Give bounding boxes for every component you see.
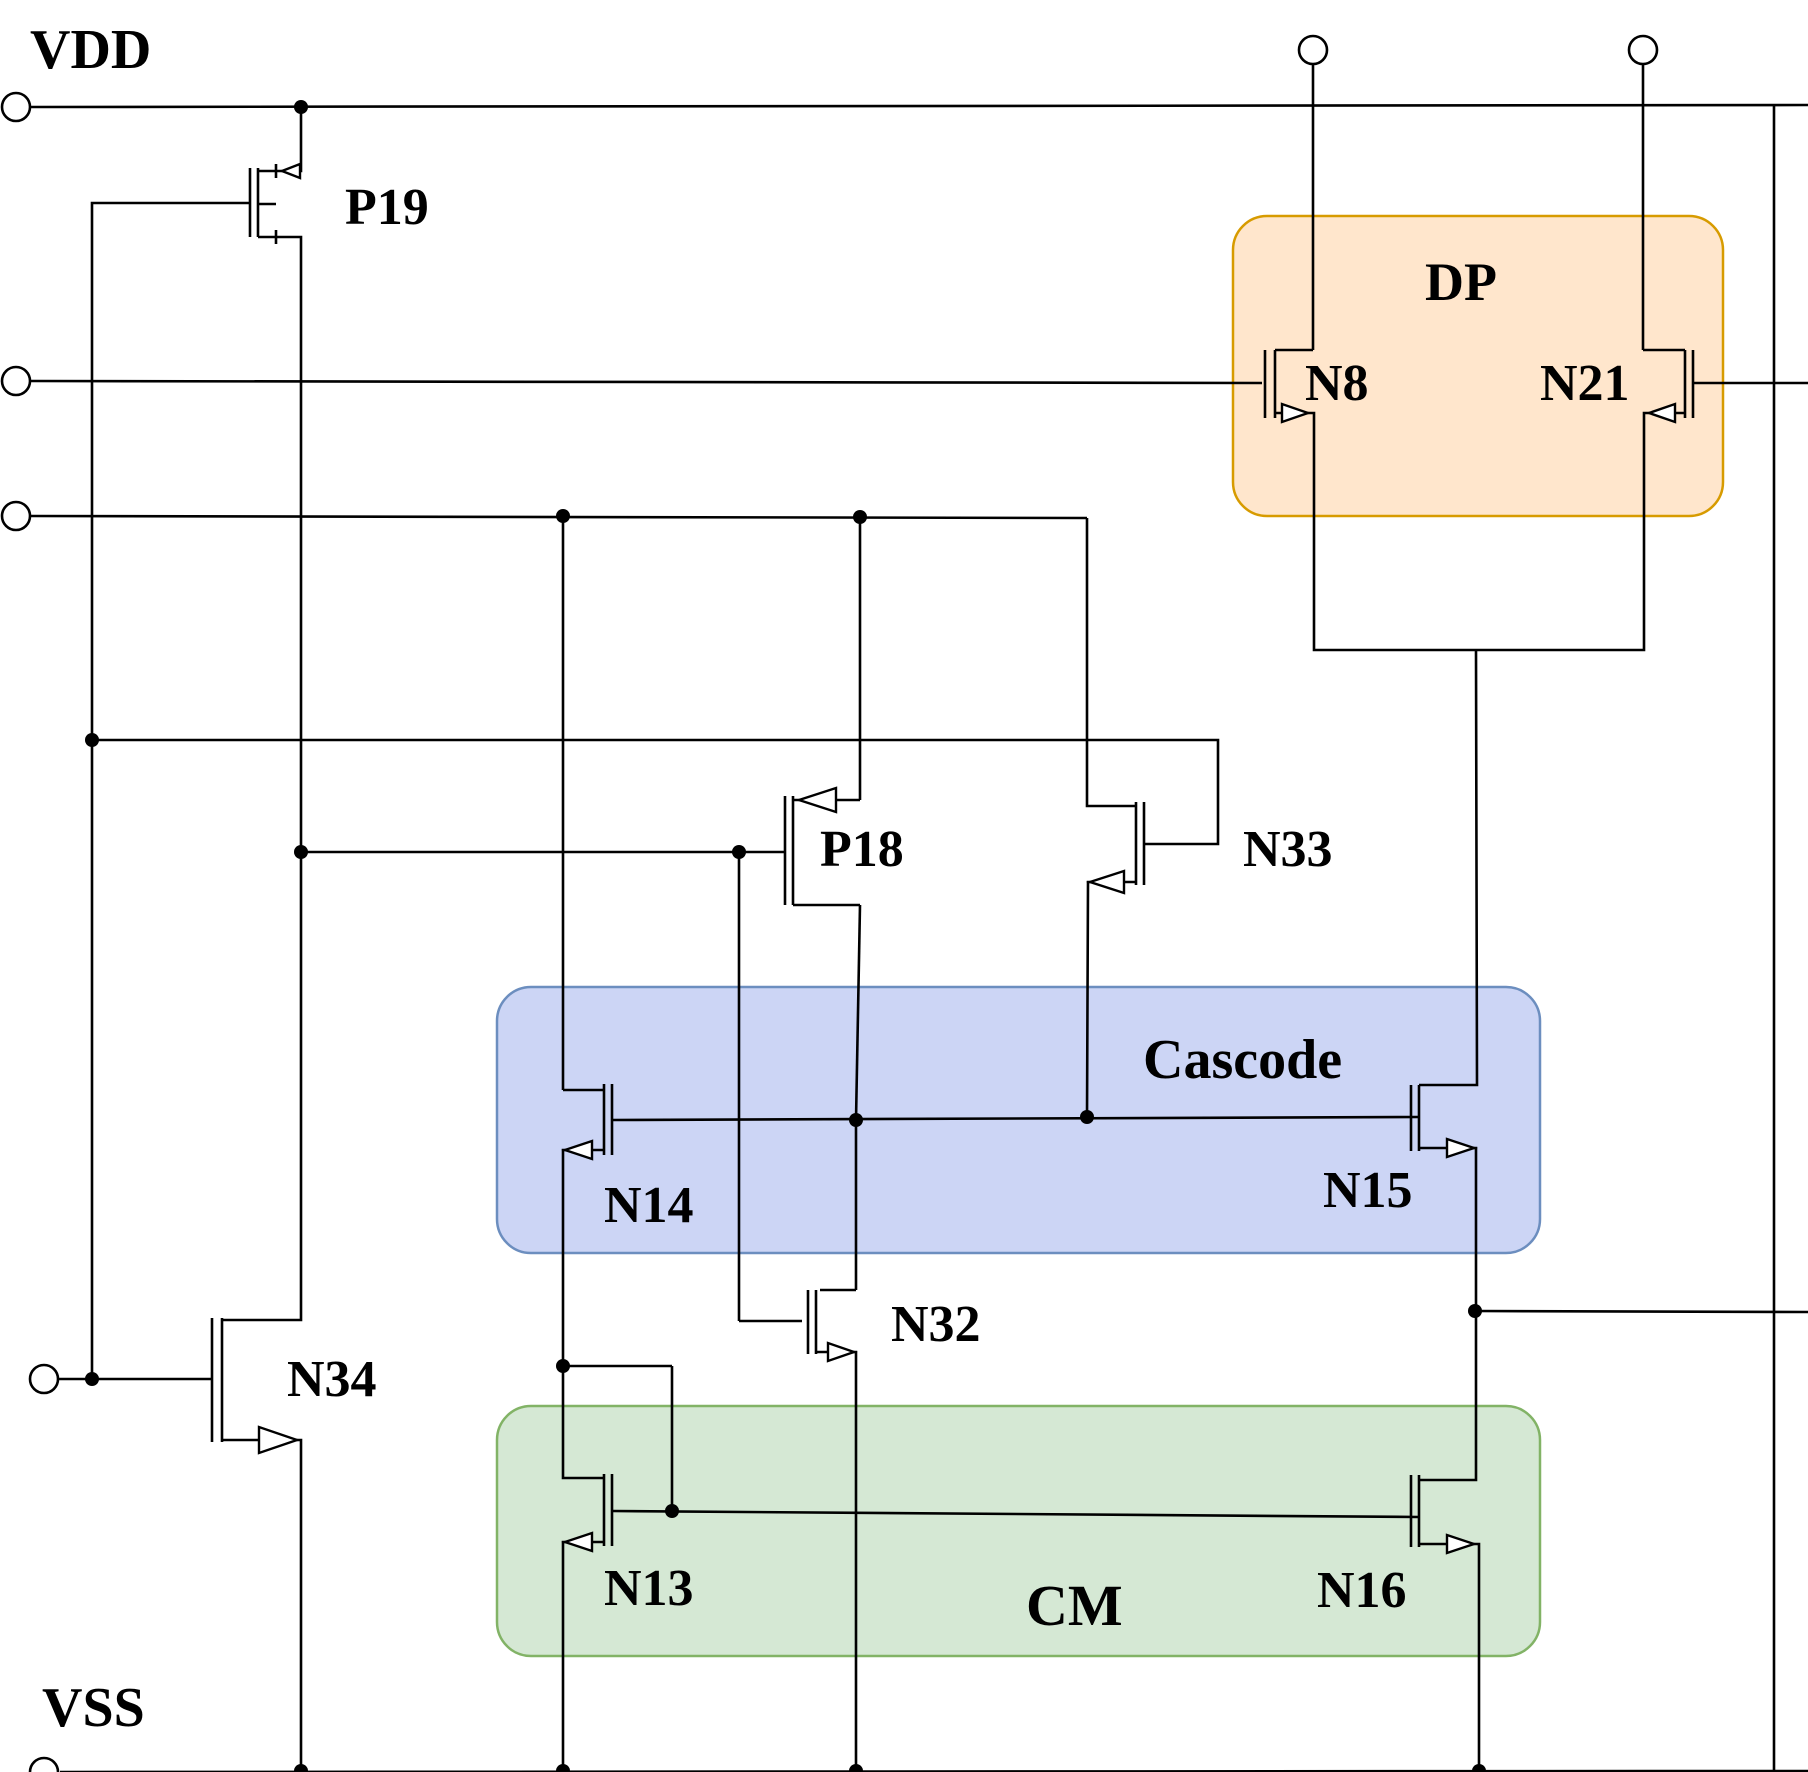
n16-label: N16 (1317, 1562, 1407, 1619)
n14-label: N14 (604, 1177, 694, 1234)
input-terminal-2 (0, 500, 32, 532)
dp-block (1231, 214, 1725, 518)
n15-label: N15 (1323, 1162, 1413, 1219)
vdd-label: VDD (30, 19, 151, 81)
arrows (257, 162, 1677, 1555)
junction-dots (85, 100, 1486, 1772)
n13-label: N13 (604, 1560, 694, 1617)
dp-top-terminal-right (1627, 34, 1659, 66)
p19-label: P19 (345, 179, 429, 236)
vss-label: VSS (42, 1677, 145, 1739)
input-terminal-1 (0, 365, 32, 397)
dp-label: DP (1425, 252, 1497, 312)
dp-top-terminal-left (1297, 34, 1329, 66)
cascode-block (495, 985, 1542, 1255)
vss-terminal (28, 1756, 60, 1772)
cm-block (495, 1404, 1542, 1658)
terminals (0, 34, 1659, 1772)
n33-label: N33 (1243, 821, 1333, 878)
p18-label: P18 (820, 821, 904, 878)
n21-label: N21 (1540, 355, 1630, 412)
vdd-terminal (0, 91, 32, 123)
cm-label: CM (1026, 1573, 1123, 1638)
n32-label: N32 (891, 1296, 981, 1353)
n34-label: N34 (287, 1351, 377, 1408)
input-terminal-3 (28, 1363, 60, 1395)
cascode-label: Cascode (1143, 1029, 1342, 1091)
n8-label: N8 (1305, 355, 1369, 412)
